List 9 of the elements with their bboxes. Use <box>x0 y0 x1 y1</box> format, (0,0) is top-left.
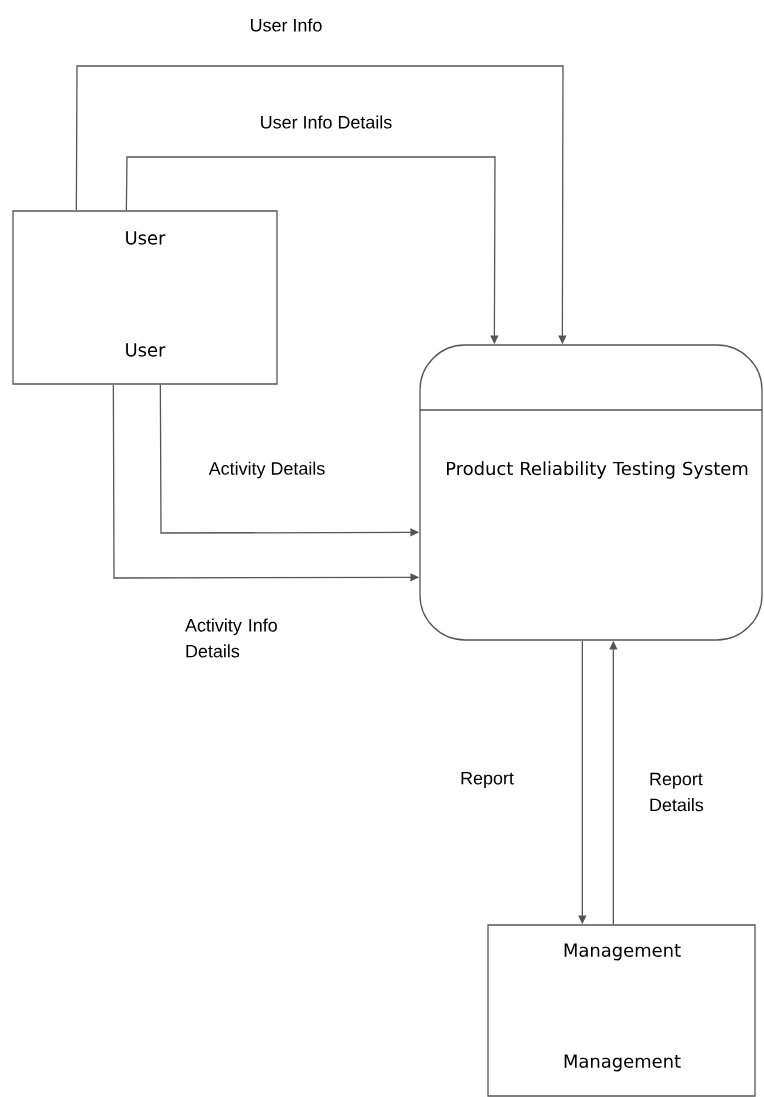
entity-box: User User <box>12 210 278 385</box>
edge-label: User Info Details <box>261 115 392 129</box>
edge-label: User Info <box>251 18 322 32</box>
process-box: Product Reliability Testing System <box>419 344 763 641</box>
edge-label: Activity Info Details <box>185 618 277 658</box>
entity-box: Management Management <box>487 924 756 1097</box>
edge-label: Report <box>461 771 514 789</box>
edge-label: Report Details <box>650 772 704 812</box>
edge-label: Activity Details <box>208 461 325 479</box>
